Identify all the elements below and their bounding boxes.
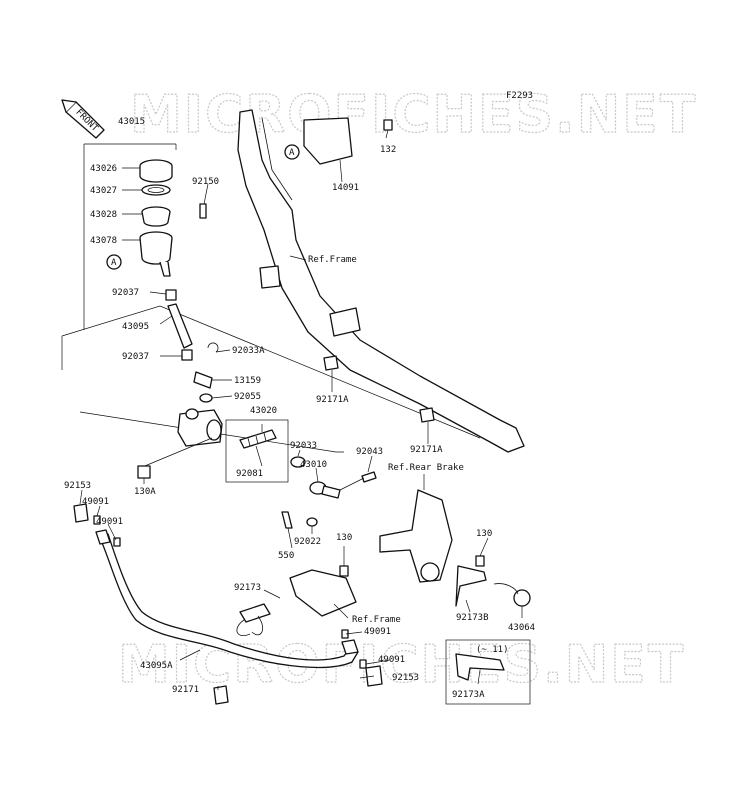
hose-fitting-lower: [341, 639, 359, 655]
ref-frame-upper: Ref.Frame: [308, 255, 357, 265]
part-label: 92043: [356, 447, 383, 457]
part-label: 13159: [234, 376, 261, 386]
part-label: 92033: [290, 441, 317, 451]
group-outline-lines: [61, 305, 481, 453]
part-label: 132: [380, 145, 396, 155]
clamp-92171: [213, 685, 229, 705]
part-label: 92150: [192, 177, 219, 187]
bracket-92173B: [455, 565, 487, 607]
frame-mount: [259, 265, 281, 289]
bolt-130-mid: [339, 565, 349, 577]
washer-92022: [306, 517, 318, 527]
part-label: 43064: [508, 623, 535, 633]
part-label: 92173B: [456, 613, 489, 623]
group-bracket-43015: [83, 143, 177, 330]
part-label: 92037: [112, 288, 139, 298]
part-label: 130A: [134, 487, 156, 497]
clamp-92037-upper: [165, 289, 177, 301]
washer-49091-d: [359, 659, 367, 669]
part-label: 92173: [234, 583, 261, 593]
variant-note: (~ 11): [476, 645, 509, 655]
clip-92171A-lower: [419, 407, 435, 423]
washer-49091-c: [341, 629, 349, 639]
part-label: 43020: [250, 406, 277, 416]
pin-550: [281, 511, 293, 529]
hose-43095: [167, 303, 193, 349]
watermark-top: MICROFICHES.NET: [130, 85, 697, 145]
part-label: 92173A: [452, 690, 485, 700]
front-arrow-icon: [61, 99, 105, 139]
banjo-bolt-92153-upper: [73, 503, 89, 523]
master-cylinder-43015: [177, 408, 223, 447]
part-label: 43010: [300, 460, 327, 470]
bolt-92150: [199, 203, 207, 219]
pin-92043: [361, 471, 377, 483]
part-label: 43095A: [140, 661, 173, 671]
bolt-130A: [137, 465, 151, 479]
connector-13159: [193, 371, 213, 389]
ref-frame-lower: Ref.Frame: [352, 615, 401, 625]
reservoir-43078: [139, 231, 173, 277]
bracket-92173A: [455, 653, 505, 681]
part-label: 550: [278, 551, 294, 561]
part-label: 92171A: [316, 395, 349, 405]
diagram-code: F2293: [506, 91, 533, 101]
part-label: 43095: [122, 322, 149, 332]
clamp-92173: [239, 603, 271, 623]
part-label: 92055: [234, 392, 261, 402]
part-label: 43015: [118, 117, 145, 127]
box-92173A: [445, 639, 531, 705]
clamp-92037-lower: [181, 349, 193, 361]
part-label: 92153: [392, 673, 419, 683]
bolt-132: [383, 119, 393, 131]
washer-49091-a: [93, 515, 101, 525]
part-label: 92171A: [410, 445, 443, 455]
hose-fitting-upper: [95, 529, 111, 545]
piston-kit-43020: [239, 429, 277, 449]
part-label: 49091: [364, 627, 391, 637]
part-label: 43026: [90, 164, 117, 174]
part-label: 130: [476, 529, 492, 539]
circlip-92033: [290, 456, 306, 468]
part-label: 92153: [64, 481, 91, 491]
part-label: 49091: [96, 517, 123, 527]
part-label: 14091: [332, 183, 359, 193]
bolt-130-right: [475, 555, 485, 567]
box-43020: [225, 419, 289, 483]
callout-a-reservoir-circle: [106, 254, 122, 270]
part-label: 49091: [378, 655, 405, 665]
pushrod-43010: [309, 481, 341, 499]
frame-bracket-lower: [289, 569, 357, 617]
callout-a-frame-circle: [284, 144, 300, 160]
rear-brake-bracket: [379, 489, 453, 583]
part-label: 43028: [90, 210, 117, 220]
grommet-43064: [513, 589, 531, 607]
diaphragm-43028: [141, 206, 171, 227]
frame-tube: [237, 109, 525, 453]
oring-92055: [199, 393, 213, 403]
part-label: 92033A: [232, 346, 265, 356]
part-label: 92022: [294, 537, 321, 547]
diaphragm-plate-43027: [141, 184, 171, 196]
clip-92171A-upper: [323, 355, 339, 371]
part-label: 130: [336, 533, 352, 543]
callout-a-reservoir: A: [111, 258, 117, 268]
part-label: 92171: [172, 685, 199, 695]
frame-bracket: [329, 307, 361, 337]
part-label: 92037: [122, 352, 149, 362]
part-label: 43027: [90, 186, 117, 196]
ref-rear-brake: Ref.Rear Brake: [388, 463, 464, 473]
part-label: 43078: [90, 236, 117, 246]
callout-a-frame: A: [289, 148, 295, 158]
part-label: 92081: [236, 469, 263, 479]
washer-49091-b: [113, 537, 121, 547]
cover-14091: [303, 117, 353, 165]
part-label: 49091: [82, 497, 109, 507]
circlip-92033A: [207, 342, 219, 353]
reservoir-cap-43026: [139, 159, 173, 183]
